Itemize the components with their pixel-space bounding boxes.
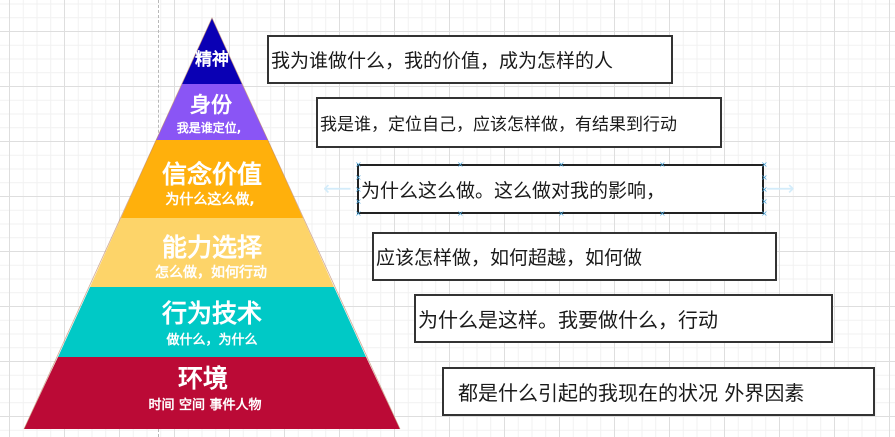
selection-handle-icon[interactable]: ×: [355, 185, 362, 194]
layer-subtitle-identity: 我是谁定位,: [176, 121, 242, 135]
pyramid-layer-environment[interactable]: [24, 357, 400, 429]
pyramid-layer-identity[interactable]: [156, 84, 268, 140]
resize-left-arrow-icon[interactable]: ⟵: [323, 176, 352, 200]
selection-handle-icon[interactable]: ×: [355, 197, 362, 206]
note-box-beliefs[interactable]: 为什么这么做。这么做对我的影响，: [357, 164, 764, 214]
note-box-identity[interactable]: 我是谁，定位自己，应该怎样做，有结果到行动: [316, 97, 722, 148]
note-text: 都是什么引起的我现在的状况 外界因素: [458, 381, 805, 405]
pyramid-layer-spirit[interactable]: [182, 18, 242, 84]
selection-handle-icon[interactable]: ×: [761, 160, 768, 169]
selection-handle-icon[interactable]: ×: [761, 185, 768, 194]
note-text: 我为谁做什么，我的价值，成为怎样的人: [271, 50, 614, 72]
note-box-capability[interactable]: 应该怎样做，如何超越，如何做: [372, 232, 777, 281]
selection-handle-icon[interactable]: ×: [659, 209, 666, 218]
note-box-spirit[interactable]: 我为谁做什么，我的价值，成为怎样的人: [267, 35, 673, 84]
selection-handle-icon[interactable]: ×: [558, 160, 565, 169]
note-text: 为什么这么做。这么做对我的影响，: [361, 179, 666, 202]
selection-handle-icon[interactable]: ×: [355, 173, 362, 182]
selection-handle-icon[interactable]: ×: [355, 160, 362, 169]
pyramid-layer-behavior[interactable]: [58, 287, 366, 357]
note-text: 为什么是这样。我要做什么，行动: [418, 308, 718, 332]
note-text: 应该怎样做，如何超越，如何做: [376, 247, 643, 269]
layer-title-spirit: 精神: [195, 50, 229, 70]
selection-handle-icon[interactable]: ×: [659, 160, 666, 169]
layer-title-identity: 身份: [190, 93, 232, 117]
selection-handle-icon[interactable]: ×: [457, 160, 464, 169]
layer-title-beliefs: 信念价值: [161, 160, 263, 189]
selection-handle-icon[interactable]: ×: [761, 173, 768, 182]
selection-handle-icon[interactable]: ×: [761, 197, 768, 206]
layer-title-behavior: 行为技术: [161, 299, 263, 328]
layer-subtitle-environment: 时间 空间 事件人物: [148, 398, 262, 413]
layer-subtitle-capability: 怎么做，如何行动: [155, 265, 267, 281]
layer-title-environment: 环境: [177, 364, 229, 393]
selection-handle-icon[interactable]: ×: [558, 209, 565, 218]
note-box-environment[interactable]: 都是什么引起的我现在的状况 外界因素: [442, 367, 875, 416]
resize-right-arrow-icon[interactable]: ⟶: [766, 176, 795, 200]
note-box-behavior[interactable]: 为什么是这样。我要做什么，行动: [414, 294, 833, 343]
pyramid-layer-beliefs[interactable]: [121, 140, 303, 218]
selection-handle-icon[interactable]: ×: [457, 209, 464, 218]
note-text: 我是谁，定位自己，应该怎样做，有结果到行动: [320, 115, 677, 135]
pyramid-layer-capability[interactable]: [90, 218, 334, 287]
layer-subtitle-beliefs: 为什么这么做,: [165, 192, 255, 208]
selection-handle-icon[interactable]: ×: [355, 209, 362, 218]
selection-handle-icon[interactable]: ×: [761, 209, 768, 218]
layer-title-capability: 能力选择: [161, 233, 263, 262]
layer-subtitle-behavior: 做什么，为什么: [166, 333, 258, 348]
